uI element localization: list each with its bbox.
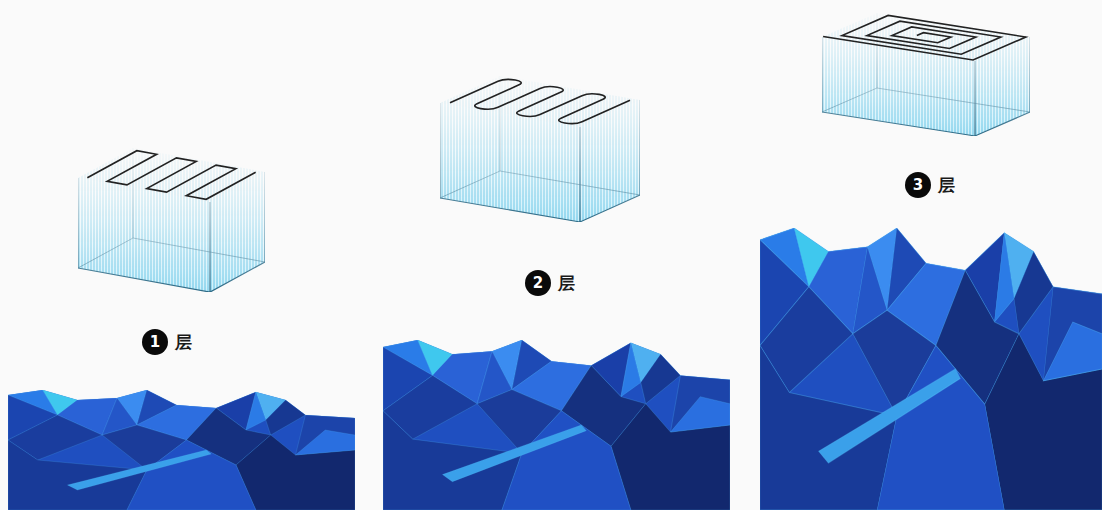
callout-number: 2 [525,270,551,296]
cuboid [440,76,640,222]
spiral-pattern [823,13,1026,60]
callout-number: 3 [905,172,931,198]
terrain [383,340,730,510]
serpentine-pattern [449,78,631,125]
terrain [8,390,355,510]
serpentine-pattern [87,151,255,200]
box-back-edge [78,148,265,268]
callout-number: 1 [142,329,168,355]
box-lines [440,76,640,222]
box-back-edge [822,13,1030,112]
layer-label: 层 [175,329,192,355]
cuboid [822,13,1030,136]
layer-label: 层 [938,172,955,198]
box-lines [822,13,1030,136]
number-badge: 1层 [142,329,168,355]
number-badge: 3层 [905,172,931,198]
number-badge: 2层 [525,270,551,296]
layer-label: 层 [558,270,575,296]
box-lines [78,148,265,292]
box-edge [822,37,1030,136]
box-back-edge [440,76,640,198]
terrain [760,228,1102,510]
box-edge [440,100,640,222]
cuboid [78,148,265,292]
